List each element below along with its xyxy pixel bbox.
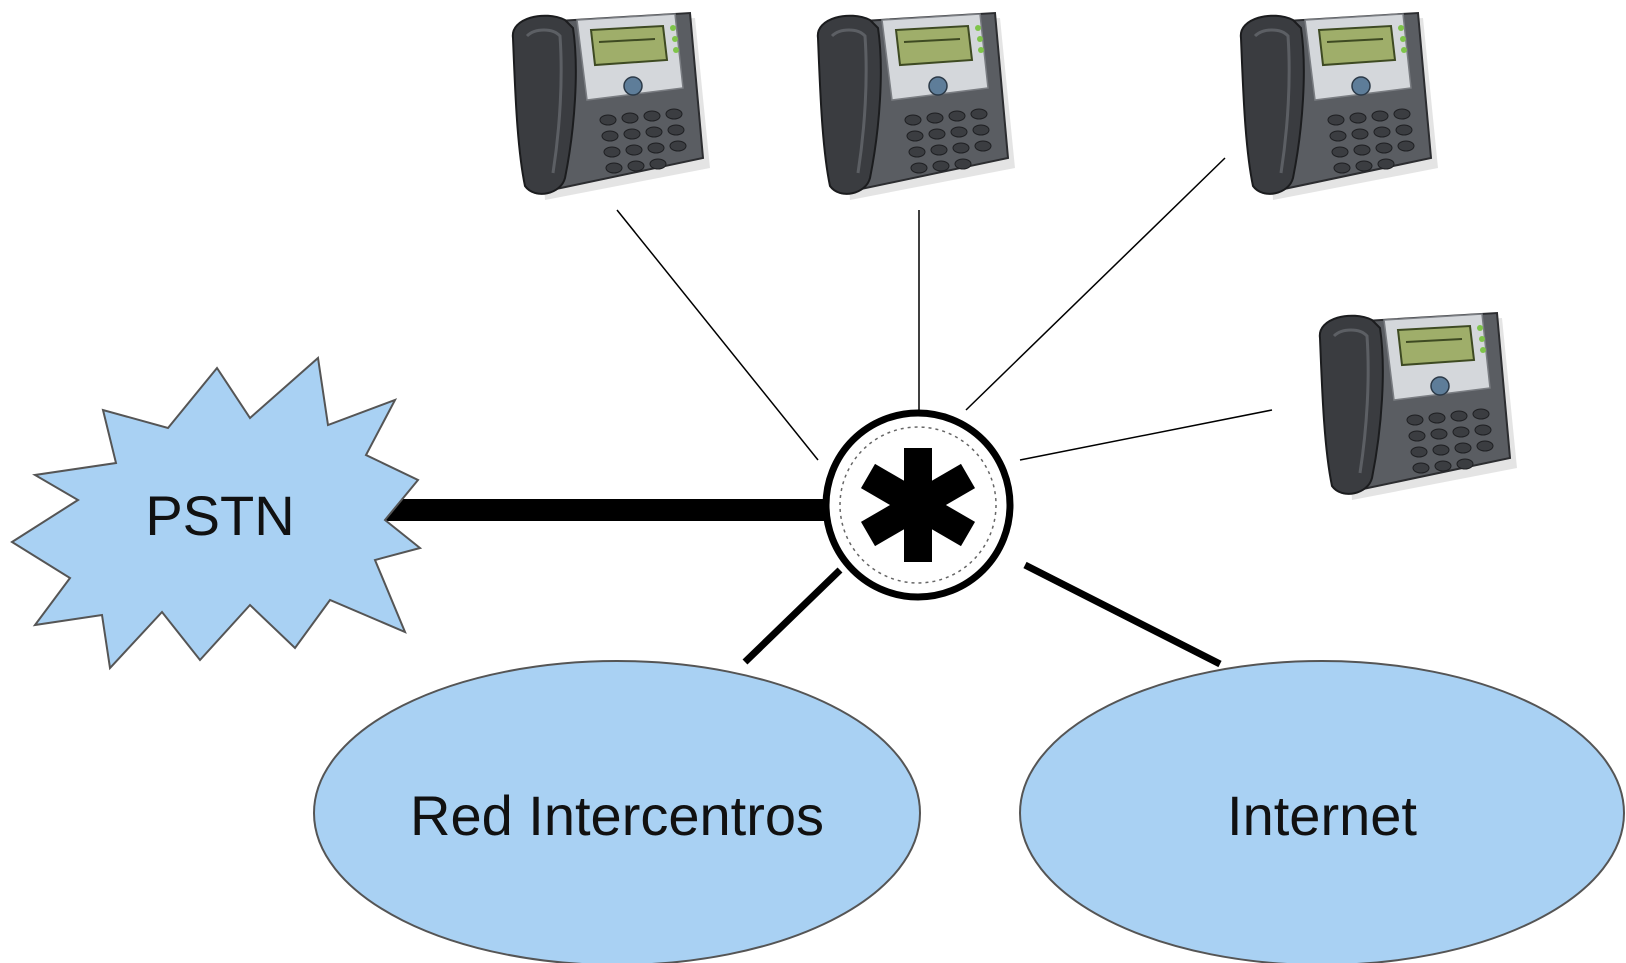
red-intercentros-node: Red Intercentros: [313, 660, 921, 963]
pstn-node: PSTN: [10, 356, 423, 671]
link-red-intercentros: [742, 567, 843, 665]
ip-phone-4: [1318, 311, 1519, 502]
ip-phone-icon: [511, 11, 712, 202]
ip-phone-1: [511, 11, 712, 202]
ip-phone-icon: [816, 11, 1017, 202]
link-phone-3: [965, 157, 1226, 411]
ip-phone-icon: [1239, 11, 1440, 202]
ip-phone-icon: [1318, 311, 1519, 502]
internet-node: Internet: [1019, 660, 1625, 963]
ip-phone-2: [816, 11, 1017, 202]
links: [370, 157, 1273, 668]
ip-phone-3: [1239, 11, 1440, 202]
asterisk-logo-icon: [822, 409, 1014, 601]
internet-ellipse: [1019, 660, 1625, 963]
link-phone-4: [1019, 409, 1273, 461]
red-intercentros-label: Red Intercentros: [410, 784, 824, 847]
pstn-label: PSTN: [145, 484, 294, 547]
internet-label: Internet: [1227, 784, 1417, 847]
link-phone-1: [616, 209, 819, 461]
red-intercentros-ellipse: [313, 660, 921, 963]
link-internet: [1023, 561, 1222, 668]
pstn-starburst-shape: [10, 356, 423, 671]
